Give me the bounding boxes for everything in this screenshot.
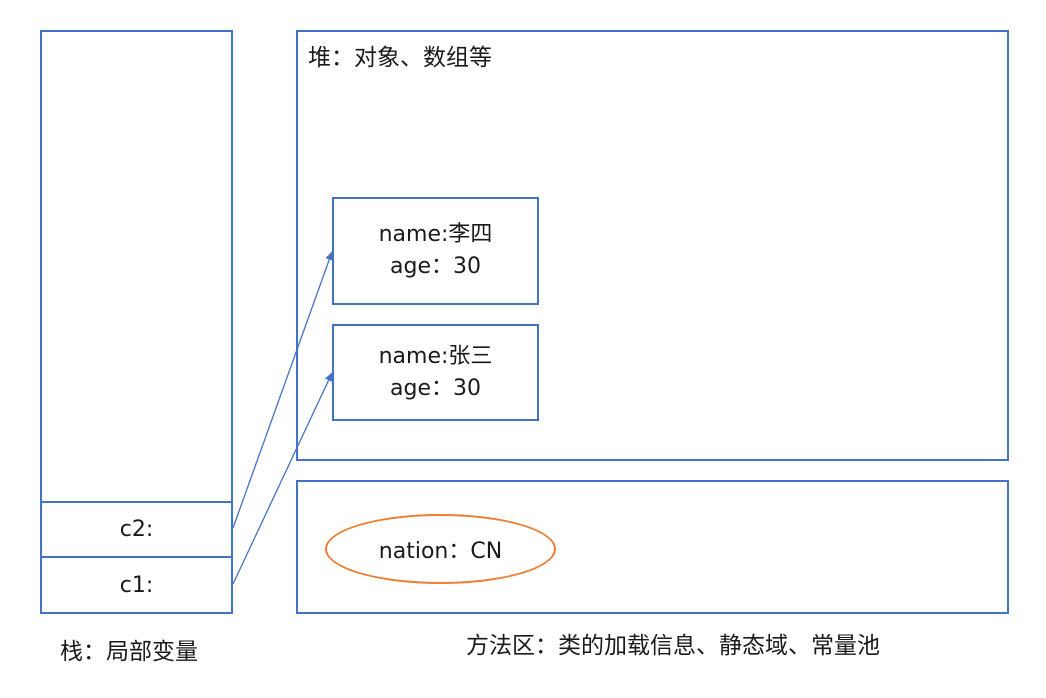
stack-slot-label: c2: [119, 517, 154, 542]
heap-object-lisi: name:李四 age：30 [332, 197, 539, 305]
stack-slot-label: c1: [119, 572, 154, 598]
object-name-field: name:张三 [378, 343, 493, 369]
static-field-ellipse: nation：CN [325, 514, 556, 584]
object-name-field: name:李四 [378, 222, 493, 247]
object-age-field: age：30 [390, 375, 481, 401]
stack-caption: 栈：局部变量 [60, 639, 198, 665]
object-age-field: age：30 [390, 254, 481, 279]
static-field-text: nation：CN [378, 539, 503, 564]
heap-object-zhangsan: name:张三 age：30 [332, 324, 539, 421]
stack-slot-c2: c2: [40, 501, 233, 558]
stack-slot-c1: c1: [40, 556, 233, 614]
method-area-caption: 方法区：类的加载信息、静态域、常量池 [466, 633, 880, 659]
heap-caption: 堆：对象、数组等 [308, 45, 492, 71]
